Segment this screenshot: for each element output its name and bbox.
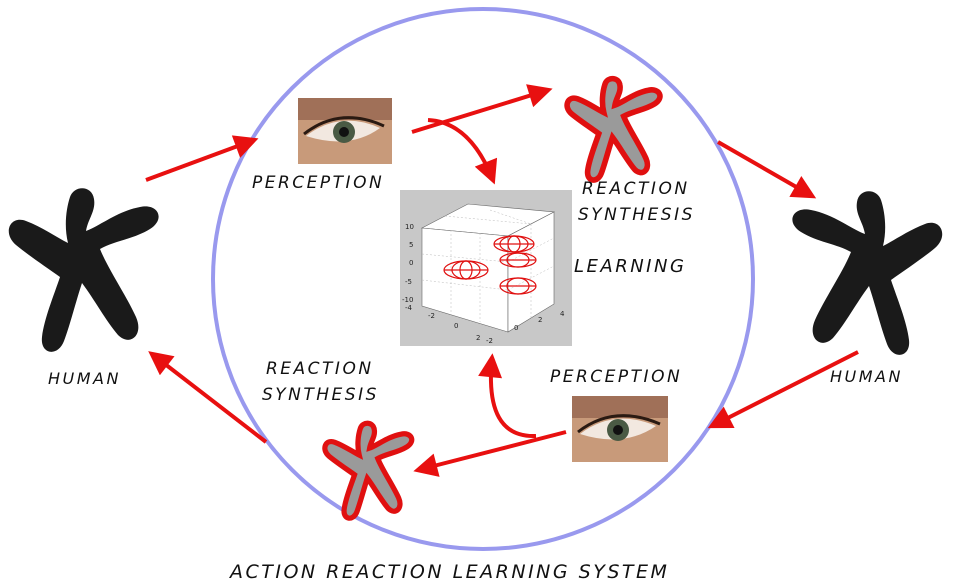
x-tick: -2 <box>428 312 435 320</box>
label-perception-bottom: PERCEPTION <box>550 367 682 387</box>
x-tick: -4 <box>405 304 413 312</box>
label-reaction-bottom: REACTION <box>266 359 374 379</box>
z-tick: 10 <box>405 223 414 231</box>
label-synthesis-top: SYNTHESIS <box>578 205 695 225</box>
arrow-perception-to-reaction <box>411 84 553 134</box>
z-tick: 0 <box>409 259 413 267</box>
eye-photo-bottom <box>572 396 668 462</box>
arrow-human-to-perception-bottom <box>707 350 859 429</box>
label-synthesis-bottom: SYNTHESIS <box>262 385 379 405</box>
label-reaction-top: REACTION <box>582 179 690 199</box>
label-perception-top: PERCEPTION <box>252 173 384 193</box>
arrow-perception-to-reaction-bottom <box>413 430 567 477</box>
z-tick: -5 <box>405 278 412 286</box>
label-learning: LEARNING <box>574 256 686 277</box>
arrow-reaction-to-human <box>717 140 817 199</box>
caption: ACTION REACTION LEARNING SYSTEM <box>228 561 669 583</box>
arrow-perception-to-learning <box>427 118 498 185</box>
z-tick: -10 <box>402 296 413 304</box>
arrow-reaction-to-human-left <box>148 351 268 444</box>
human-figure-left <box>8 188 159 352</box>
arrow-human-to-perception <box>145 135 259 182</box>
arrow-perception-to-learning-bottom <box>478 353 537 439</box>
z-tick: 5 <box>409 241 413 249</box>
y-tick: -2 <box>486 337 493 345</box>
y-tick: 0 <box>514 324 518 332</box>
synthetic-figure-top <box>567 79 660 180</box>
x-tick: 2 <box>476 334 480 342</box>
learning-plot: 10 5 0 -5 -10 -4 -2 0 2 -2 0 2 4 <box>400 190 572 346</box>
x-tick: 0 <box>454 322 458 330</box>
human-figure-right <box>792 191 943 355</box>
eye-photo-top <box>298 98 392 164</box>
system-circle <box>211 7 755 551</box>
y-tick: 2 <box>538 316 542 324</box>
label-human-left: HUMAN <box>48 369 121 388</box>
synthetic-figure-bottom <box>325 423 412 518</box>
label-human-right: HUMAN <box>830 367 903 386</box>
y-tick: 4 <box>560 310 565 318</box>
